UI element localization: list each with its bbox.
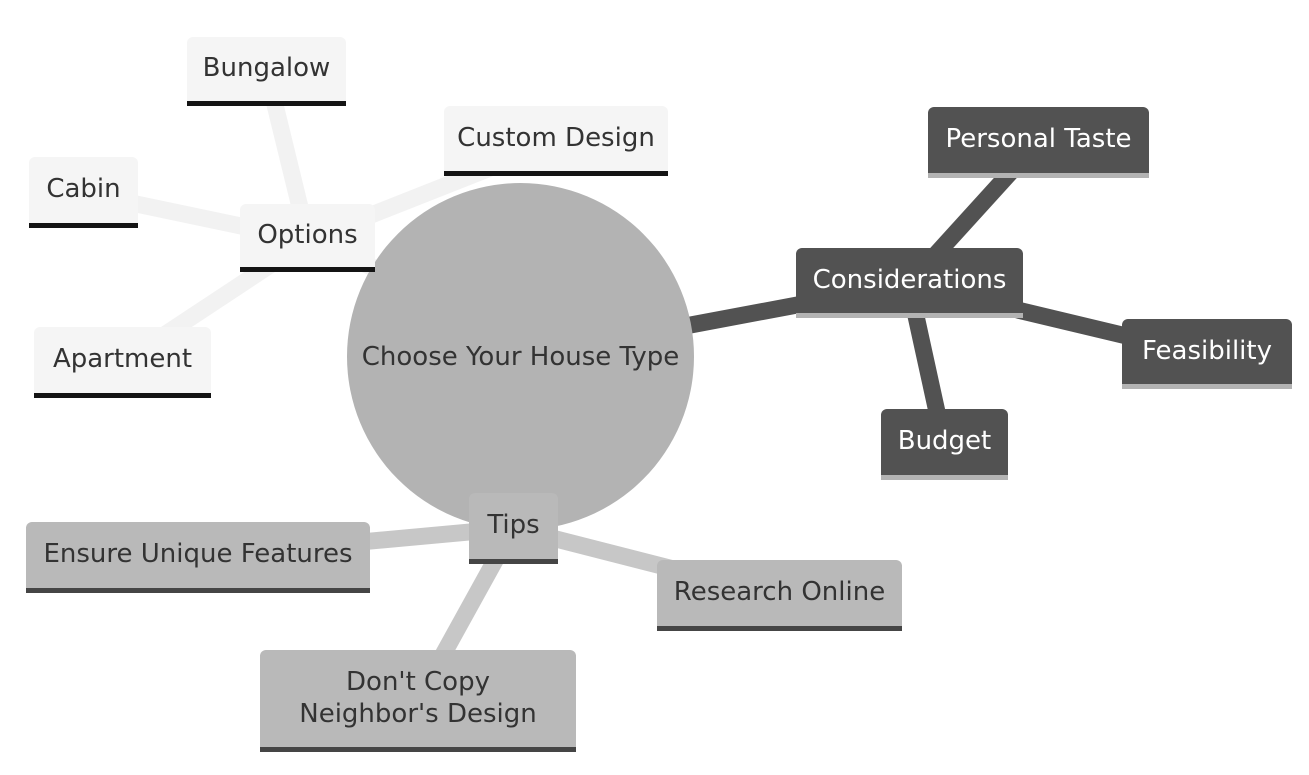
feasibility-node[interactable]: Feasibility bbox=[1122, 319, 1292, 389]
personal-taste-label: Personal Taste bbox=[945, 124, 1132, 155]
budget-node[interactable]: Budget bbox=[881, 409, 1008, 480]
considerations-label: Considerations bbox=[812, 264, 1007, 295]
cabin-node[interactable]: Cabin bbox=[29, 157, 138, 228]
tips-label: Tips bbox=[487, 510, 540, 541]
root-node[interactable]: Choose Your House Type bbox=[347, 183, 694, 530]
personal-taste-node[interactable]: Personal Taste bbox=[928, 107, 1149, 178]
root-label: Choose Your House Type bbox=[361, 341, 680, 372]
bungalow-node[interactable]: Bungalow bbox=[187, 37, 346, 106]
cabin-label: Cabin bbox=[46, 174, 121, 205]
research-online-label: Research Online bbox=[673, 577, 886, 608]
custom-design-node[interactable]: Custom Design bbox=[444, 106, 668, 176]
options-label: Options bbox=[257, 219, 358, 250]
ensure-unique-features-node[interactable]: Ensure Unique Features bbox=[26, 522, 370, 593]
research-online-node[interactable]: Research Online bbox=[657, 560, 902, 631]
options-node[interactable]: Options bbox=[240, 204, 375, 272]
considerations-node[interactable]: Considerations bbox=[796, 248, 1023, 318]
custom-design-label: Custom Design bbox=[457, 122, 655, 153]
ensure-unique-features-label: Ensure Unique Features bbox=[43, 539, 353, 570]
dont-copy-neighbors-design-node[interactable]: Don't Copy Neighbor's Design bbox=[260, 650, 576, 752]
budget-label: Budget bbox=[897, 426, 992, 457]
dont-copy-neighbors-design-label: Don't Copy Neighbor's Design bbox=[299, 667, 537, 729]
apartment-label: Apartment bbox=[52, 344, 193, 375]
bungalow-label: Bungalow bbox=[202, 53, 331, 84]
apartment-node[interactable]: Apartment bbox=[34, 327, 211, 398]
tips-node[interactable]: Tips bbox=[469, 493, 558, 564]
feasibility-label: Feasibility bbox=[1142, 335, 1272, 366]
